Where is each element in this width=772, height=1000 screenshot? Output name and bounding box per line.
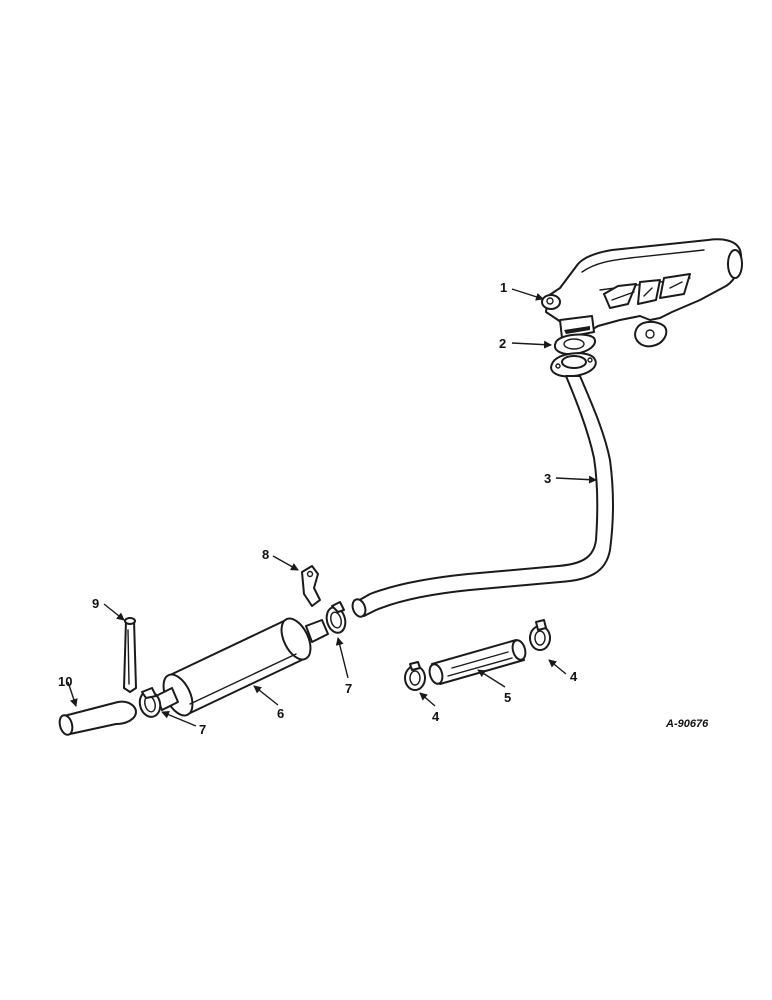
callout-1: 1 xyxy=(500,280,507,295)
exhaust-manifold-part xyxy=(541,238,743,348)
tail-pipe-bolt-part xyxy=(123,617,137,693)
callout-7-upper: 7 xyxy=(345,681,352,696)
figure-number: A-90676 xyxy=(665,718,709,730)
leader-lines xyxy=(67,288,597,727)
muffler-clamp-part-upper xyxy=(325,601,347,634)
callout-4-right: 4 xyxy=(570,669,578,684)
exhaust-pipe-part xyxy=(351,375,614,618)
muffler-part xyxy=(155,617,329,717)
callout-4-left: 4 xyxy=(432,709,440,724)
callout-6: 6 xyxy=(277,706,284,721)
callout-3: 3 xyxy=(544,471,551,486)
muffler-bracket-part xyxy=(301,565,321,607)
pipe-clamp-part-left xyxy=(404,661,426,691)
callout-8: 8 xyxy=(262,547,269,562)
callout-9: 9 xyxy=(92,596,99,611)
callout-5: 5 xyxy=(504,690,511,705)
callout-2: 2 xyxy=(499,336,506,351)
gasket-part xyxy=(550,333,597,378)
callout-7-lower: 7 xyxy=(199,722,206,737)
muffler-clamp-part-lower xyxy=(138,687,162,718)
tail-pipe-part xyxy=(58,700,137,736)
extension-pipe-part xyxy=(428,639,527,685)
pipe-clamp-part-right xyxy=(529,619,551,651)
callout-10: 10 xyxy=(58,674,72,689)
